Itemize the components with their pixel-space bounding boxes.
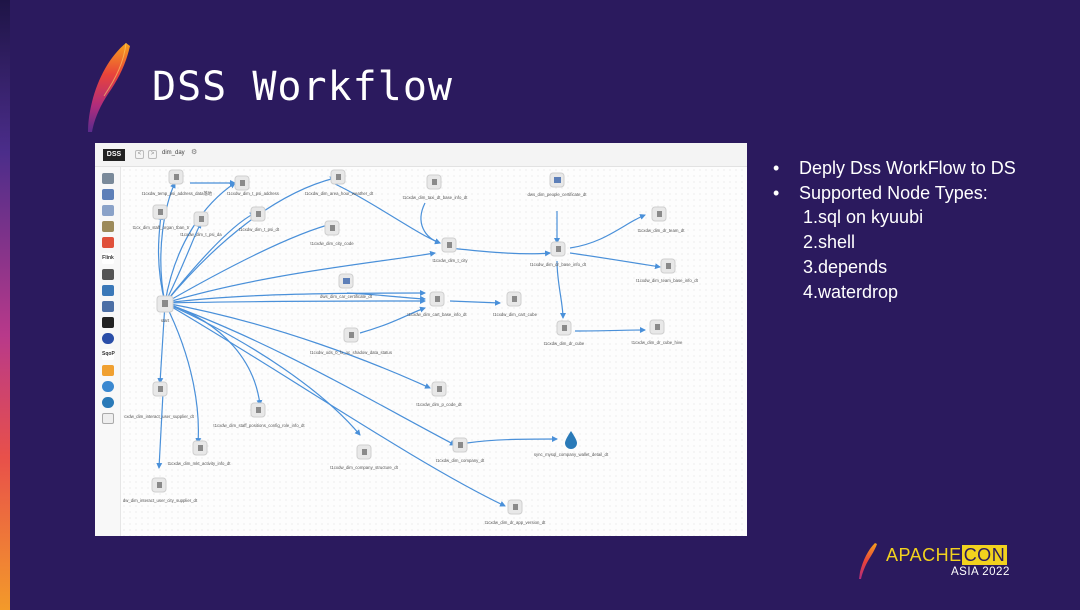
bullet-item: • Supported Node Types:	[773, 181, 1016, 206]
workflow-graph: t1cxdw_temp_psi_address_data落地 t1cxdw_di…	[123, 169, 699, 525]
node-label: t1cxdw_dim_cart_cube	[493, 312, 538, 317]
sub-item: 4.waterdrop	[803, 281, 899, 302]
node-label: dw_dim_interact_user_city_supplier_dt	[123, 498, 198, 503]
node-label: t1cxdw_dim_dr_cube	[544, 341, 585, 346]
node-label: t1cx_dim_staff_organ_tban_tr	[133, 225, 190, 230]
node-label: t1cxdw_dim_area_hour_weather_dt	[305, 191, 374, 196]
http-icon[interactable]	[102, 317, 114, 328]
node-label: cxdw_dim_interact_user_supplier_dt	[124, 414, 195, 419]
hive-icon[interactable]	[102, 221, 114, 232]
kafka-icon[interactable]	[102, 333, 114, 344]
node-label: t1cxdw_dim_p_code_dt	[416, 402, 462, 407]
forward-button[interactable]: >	[148, 150, 157, 159]
node-label: t1cxdw_dim_staff_positions_config_role_i…	[213, 423, 305, 428]
node-label: t1cxdw_dim_dr_cube_hive	[632, 340, 683, 345]
dss-logo: DSS	[103, 149, 125, 161]
flink-icon[interactable]: Flink	[102, 253, 114, 264]
tab-dim-day[interactable]: dim_day	[162, 150, 185, 156]
node-group-icon[interactable]	[102, 189, 114, 200]
node-label: dws_dim_people_certificate_dt	[528, 192, 588, 197]
node-label: t1cxdw_dim_dr_team_dt	[638, 228, 686, 233]
node-label: t1cxdw_dim_t_psi_address	[227, 191, 279, 196]
node-label: t1cxdw_dim_mkt_activity_info_dt	[168, 461, 232, 466]
sql-icon[interactable]	[102, 205, 114, 216]
page-title: DSS Workflow	[152, 64, 453, 110]
dss-workflow-screenshot: DSS < > dim_day ⚙ Flink SqoP	[95, 143, 747, 536]
node-label: sync_mysql_company_wallet_detail_dt	[534, 452, 609, 457]
node-icons	[151, 169, 676, 515]
node-palette: Flink SqoP	[95, 167, 121, 536]
node-label: t1cxdw_dim_taxi_dt_base_info_dt	[403, 195, 469, 200]
node-label: t1cxdw_dim_dr_app_version_dt	[485, 520, 546, 525]
node-label: start	[161, 318, 170, 323]
bullet-item: • Deply Dss WorkFlow to DS	[773, 156, 1016, 181]
warning-icon[interactable]	[102, 365, 114, 376]
workflow-canvas[interactable]	[121, 167, 747, 536]
bullet-text: Deply Dss WorkFlow to DS	[799, 158, 1016, 178]
node-label: t1cxdw_ods_0_fx_oc_shadow_data_status	[310, 350, 392, 355]
node-label: t1cxdw_dim_city_code	[310, 241, 354, 246]
sqlp-icon[interactable]: SqoP	[102, 349, 115, 360]
table-icon[interactable]	[102, 301, 114, 312]
back-button[interactable]: <	[135, 150, 144, 159]
sub-item: 3.depends	[803, 256, 888, 277]
bullet-list: • Deply Dss WorkFlow to DS • Supported N…	[773, 156, 1016, 304]
node-label: t1cxdw_temp_psi_address_data落地	[142, 190, 213, 197]
spark-icon[interactable]	[102, 237, 114, 248]
apache-feather-icon	[88, 42, 130, 132]
sub-item: 1.sql on kyuubi	[803, 207, 924, 228]
shell-icon[interactable]	[102, 269, 114, 280]
cloud-icon[interactable]	[102, 381, 114, 392]
node-label: t1cxdw_dim_t_psi_dt	[239, 227, 280, 232]
apache-feather-icon	[859, 543, 877, 579]
node-label: dws_dim_car_certificate_dt	[320, 294, 373, 299]
gear-icon[interactable]: ⚙	[191, 149, 198, 156]
node-label: t1cxdw_dim_dr_base_info_dt	[530, 262, 587, 267]
apachecon-subtitle: ASIA 2022	[951, 566, 1010, 578]
sub-item: 2.shell	[803, 232, 856, 253]
workflow-toolbar: DSS < > dim_day ⚙	[95, 143, 747, 167]
node-label: t1cxdw_dim_t_psi_da	[180, 232, 222, 237]
node-label: t1cxdw_dim_team_base_info_dt	[636, 278, 698, 283]
bullet-text: Supported Node Types:	[799, 182, 988, 203]
drop-icon[interactable]	[102, 397, 114, 408]
node-label: t1cxdw_dim_cart_base_info_dt	[407, 312, 467, 317]
python-icon[interactable]	[102, 285, 114, 296]
folder-icon[interactable]	[102, 173, 114, 184]
node-label: t1cxdw_dim_company_structure_dt	[330, 465, 398, 470]
node-label: t1cxdw_dim_company_dt	[436, 458, 485, 463]
node-label: t1cxdw_dim_t_city	[432, 258, 468, 263]
blank-icon[interactable]	[102, 413, 114, 424]
gradient-edge-bar	[0, 0, 10, 610]
